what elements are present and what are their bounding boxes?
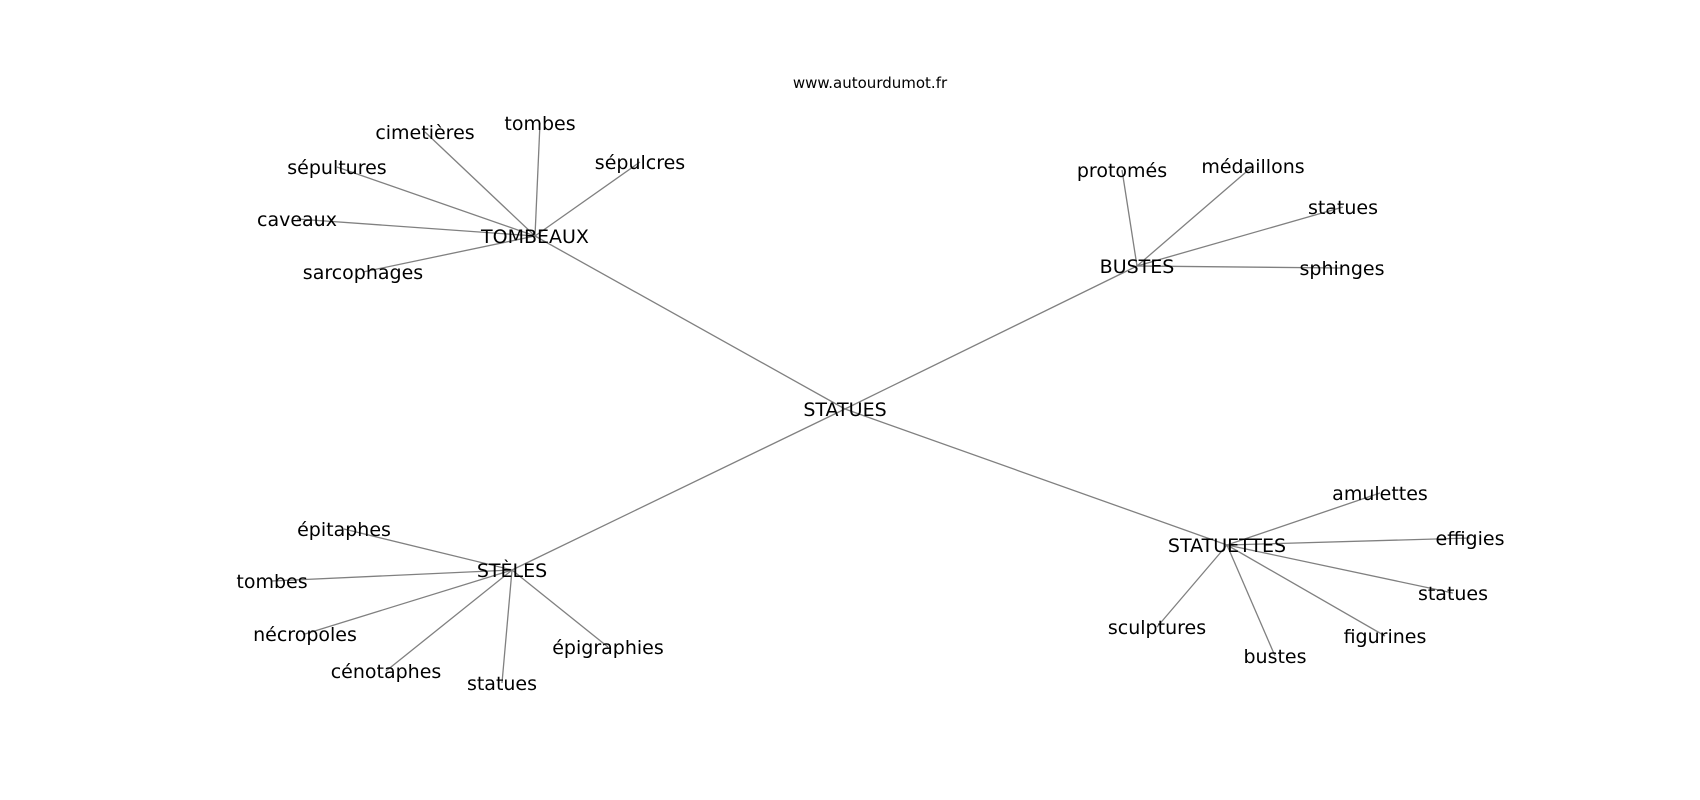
edge-steles-leaf bbox=[385, 569, 513, 672]
node-steles-leaf[interactable]: épitaphes bbox=[297, 519, 391, 541]
edge-statues-statuettes bbox=[844, 408, 1228, 546]
edge-statuettes-leaf bbox=[1156, 544, 1228, 628]
node-bustes-leaf[interactable]: statues bbox=[1308, 197, 1378, 219]
edge-tombeaux-leaf bbox=[534, 122, 541, 237]
edge-statues-steles bbox=[511, 408, 846, 571]
edge-tombeaux-leaf bbox=[424, 131, 536, 237]
edge-bustes-leaf bbox=[1121, 169, 1138, 267]
node-tombeaux-leaf[interactable]: tombes bbox=[504, 113, 575, 135]
node-steles-leaf[interactable]: épigraphies bbox=[552, 637, 664, 659]
graph-nodes: STATUES TOMBEAUX cimetières tombes sépulcres… bbox=[236, 113, 1504, 695]
edge-steles-leaf bbox=[511, 569, 609, 648]
edge-tombeaux-leaf bbox=[534, 161, 641, 237]
node-tombeaux-leaf[interactable]: sépulcres bbox=[595, 152, 685, 174]
node-statuettes[interactable]: STATUETTES bbox=[1168, 535, 1286, 557]
edge-steles-leaf bbox=[501, 569, 513, 684]
edge-bustes-leaf bbox=[1136, 265, 1343, 269]
edge-statues-tombeaux bbox=[534, 235, 846, 410]
edge-steles-leaf bbox=[304, 569, 513, 635]
edge-tombeaux-leaf bbox=[336, 166, 536, 237]
node-steles[interactable]: STÈLES bbox=[477, 559, 547, 582]
node-steles-leaf[interactable]: nécropoles bbox=[253, 624, 357, 646]
node-steles-leaf[interactable]: cénotaphes bbox=[331, 661, 442, 683]
node-bustes[interactable]: BUSTES bbox=[1100, 256, 1175, 278]
node-bustes-leaf[interactable]: protomés bbox=[1077, 160, 1167, 182]
node-tombeaux-leaf[interactable]: sarcophages bbox=[303, 262, 423, 284]
node-center[interactable]: STATUES bbox=[803, 399, 886, 421]
node-bustes-leaf[interactable]: médaillons bbox=[1201, 156, 1304, 178]
node-steles-leaf[interactable]: statues bbox=[467, 673, 537, 695]
edge-statues-bustes bbox=[844, 265, 1138, 410]
node-statuettes-leaf[interactable]: sculptures bbox=[1108, 617, 1206, 639]
edge-bustes-leaf bbox=[1136, 206, 1344, 267]
node-statuettes-leaf[interactable]: effigies bbox=[1436, 528, 1505, 550]
edge-statuettes-leaf bbox=[1226, 544, 1454, 594]
node-statuettes-leaf[interactable]: figurines bbox=[1344, 626, 1427, 648]
edge-steles-leaf bbox=[343, 528, 513, 571]
edge-steles-leaf bbox=[271, 569, 513, 582]
edge-statuettes-leaf bbox=[1226, 544, 1276, 657]
edge-tombeaux-leaf bbox=[362, 235, 536, 273]
edge-statuettes-leaf bbox=[1226, 492, 1381, 546]
edge-statuettes-leaf bbox=[1226, 544, 1386, 637]
edge-bustes-leaf bbox=[1136, 165, 1254, 267]
node-steles-leaf[interactable]: tombes bbox=[236, 571, 307, 593]
node-tombeaux-leaf[interactable]: sépultures bbox=[287, 157, 386, 179]
node-statuettes-leaf[interactable]: amulettes bbox=[1332, 483, 1428, 505]
edge-tombeaux-leaf bbox=[296, 218, 536, 237]
node-tombeaux[interactable]: TOMBEAUX bbox=[480, 226, 589, 248]
edge-statuettes-leaf bbox=[1226, 537, 1471, 546]
node-tombeaux-leaf[interactable]: cimetières bbox=[375, 122, 474, 144]
graph-edges bbox=[271, 122, 1471, 684]
node-statuettes-leaf[interactable]: statues bbox=[1418, 583, 1488, 605]
node-tombeaux-leaf[interactable]: caveaux bbox=[257, 209, 337, 231]
source-link[interactable]: www.autourdumot.fr bbox=[793, 74, 948, 92]
node-statuettes-leaf[interactable]: bustes bbox=[1243, 646, 1306, 668]
node-bustes-leaf[interactable]: sphinges bbox=[1300, 258, 1385, 280]
